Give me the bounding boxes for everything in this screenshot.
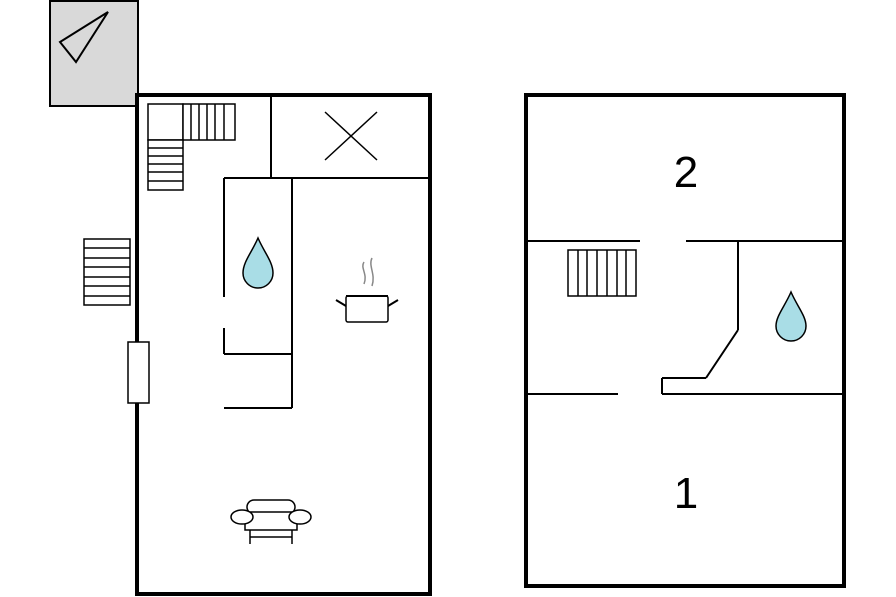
stairs-icon [147,103,236,191]
room-label-2: 2 [674,148,698,197]
cooking-pot-icon [335,257,399,323]
window-icon [127,341,150,404]
room-label-1: 1 [674,469,698,518]
stairs-icon [567,249,637,297]
storage-cross-icon [324,111,378,161]
left-floor [49,0,432,596]
left-floor-interior-walls [223,96,429,409]
compass-icon [49,0,139,107]
outdoor-stairs-icon [83,238,131,306]
right-floor-interior-walls [527,240,843,395]
water-drop-icon [775,290,807,342]
water-drop-icon [242,236,274,289]
right-floor-outer-wall [524,93,846,588]
sofa-icon [230,499,312,544]
right-floor: 2 1 [524,93,846,588]
